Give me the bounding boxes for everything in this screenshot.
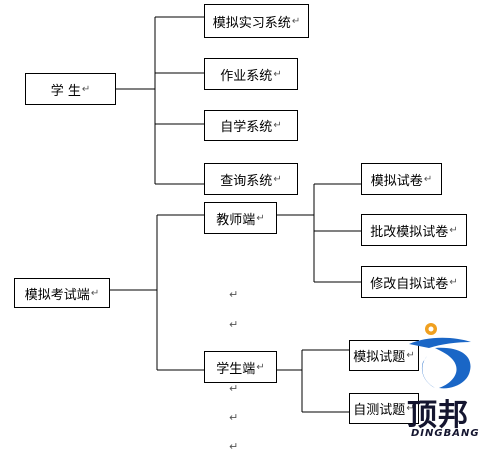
paragraph-mark: ↵ xyxy=(229,318,239,331)
node-query: 查询系统↵ xyxy=(204,163,298,195)
node-grade-paper: 批改模拟试卷↵ xyxy=(361,214,467,246)
node-teacher: 教师端↵ xyxy=(204,202,277,234)
return-mark: ↵ xyxy=(256,212,265,224)
logo-sub-text: DINGBANG xyxy=(411,428,480,439)
node-label: 模拟实习系统 xyxy=(212,15,291,31)
node-self-test: 自测试题↵ xyxy=(349,393,419,424)
node-label: 作业系统 xyxy=(220,68,273,84)
node-homework: 作业系统↵ xyxy=(204,58,298,90)
node-label: 批改模拟试卷 xyxy=(370,224,449,240)
node-label: 模拟考试端 xyxy=(24,287,90,303)
return-mark: ↵ xyxy=(406,403,415,414)
node-sim-practice: 模拟实习系统↵ xyxy=(204,4,309,38)
node-label: 模拟试卷 xyxy=(370,173,423,189)
return-mark: ↵ xyxy=(256,361,265,373)
return-mark: ↵ xyxy=(406,350,415,361)
node-mock-questions: 模拟试题↵ xyxy=(349,340,419,371)
return-mark: ↵ xyxy=(423,173,433,185)
node-student-end: 学生端↵ xyxy=(204,351,277,383)
paragraph-mark: ↵ xyxy=(229,382,239,395)
node-edit-paper: 修改自拟试卷↵ xyxy=(361,266,467,298)
return-mark: ↵ xyxy=(449,224,458,236)
node-label: 学生端 xyxy=(216,361,256,377)
node-self-study: 自学系统↵ xyxy=(204,110,298,141)
node-mock-paper: 模拟试卷↵ xyxy=(361,163,442,195)
node-student: 学 生↵ xyxy=(25,73,116,105)
node-label: 教师端 xyxy=(216,212,256,228)
paragraph-mark: ↵ xyxy=(229,440,239,453)
node-mock-exam: 模拟考试端↵ xyxy=(14,278,110,308)
return-mark: ↵ xyxy=(449,276,458,288)
node-label: 学 生 xyxy=(50,83,81,99)
return-mark: ↵ xyxy=(273,120,282,131)
return-mark: ↵ xyxy=(81,83,91,95)
logo-emblem-icon xyxy=(409,323,471,389)
return-mark: ↵ xyxy=(291,15,301,27)
node-label: 模拟试题 xyxy=(353,350,406,365)
paragraph-mark: ↵ xyxy=(229,288,239,301)
return-mark: ↵ xyxy=(273,68,282,80)
node-label: 自学系统 xyxy=(220,120,273,135)
dingbang-logo: 顶邦 DINGBANG xyxy=(405,318,497,452)
return-mark: ↵ xyxy=(90,287,100,299)
paragraph-mark: ↵ xyxy=(229,411,239,424)
node-label: 自测试题 xyxy=(353,403,406,418)
logo-main-text: 顶邦 xyxy=(407,398,469,433)
node-label: 修改自拟试卷 xyxy=(370,276,449,292)
node-label: 查询系统 xyxy=(220,173,273,189)
return-mark: ↵ xyxy=(273,173,282,185)
